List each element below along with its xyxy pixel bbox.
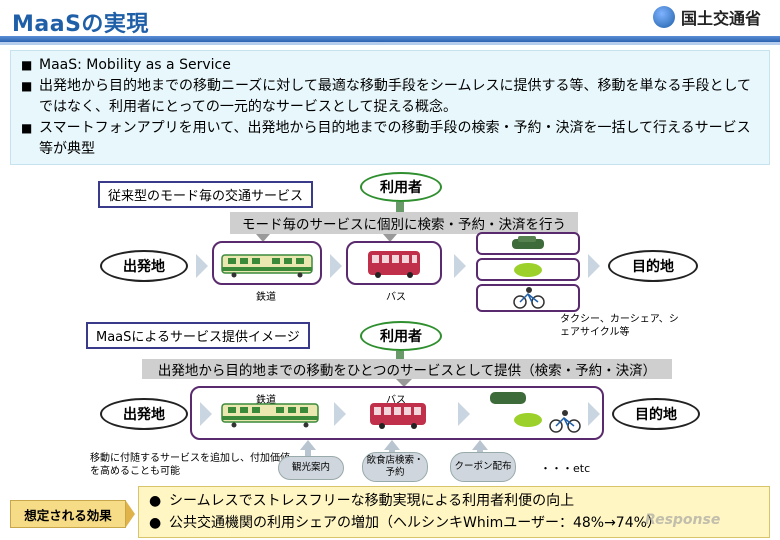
conventional-origin: 出発地	[100, 250, 188, 282]
maas-band: 出発地から目的地までの移動をひとつのサービスとして提供（検索・予約・決済）	[142, 359, 672, 379]
square-bullet-icon: ■	[21, 121, 33, 135]
summary-text: 出発地から目的地までの移動ニーズに対して最適な移動手段をシームレスに提供する等、…	[39, 78, 752, 115]
other-modes-icon	[490, 392, 581, 433]
conventional-band: モード毎のサービスに個別に検索・予約・決済を行う	[230, 212, 578, 234]
ministry-name: 国土交通省	[681, 9, 762, 28]
user-connector	[396, 351, 404, 359]
bicycle-icon	[513, 287, 545, 309]
conventional-section-label: 従来型のモード毎の交通サービス	[98, 181, 314, 208]
other-modes-note: タクシー、カーシェア、シェアサイクル等	[560, 314, 679, 338]
up-arrow-icon	[472, 440, 488, 450]
addon-etc: ・・・etc	[540, 462, 591, 475]
down-arrow-icon	[256, 234, 270, 242]
addon-restaurant: 飲食店検索・予約	[362, 452, 428, 482]
effect-text: シームレスでストレスフリーな移動実現による利用者利便の向上	[169, 493, 575, 509]
bus-icon	[368, 251, 420, 278]
square-bullet-icon: ■	[21, 79, 33, 93]
carshare-box	[476, 258, 580, 281]
flow-arrow-icon	[200, 402, 212, 426]
maas-destination: 目的地	[612, 398, 700, 430]
addon-arrow	[300, 440, 316, 458]
train-icon	[221, 254, 313, 278]
car-icon	[514, 263, 542, 277]
maas-origin: 出発地	[100, 398, 188, 430]
flow-arrow-icon	[458, 402, 470, 426]
maas-user: 利用者	[360, 321, 442, 351]
effect-item: ● 公共交通機関の利用シェアの増加（ヘルシンキWhimユーザー：48%→74%）	[149, 512, 759, 534]
conventional-train-box	[212, 241, 322, 285]
conventional-bus-label: バス	[386, 292, 406, 303]
up-arrow-icon	[300, 440, 316, 450]
maas-section-label: MaaSによるサービス提供イメージ	[86, 322, 310, 349]
addon-sightseeing: 観光案内	[278, 456, 344, 480]
effects-label: 想定される効果	[10, 500, 126, 528]
square-bullet-icon: ■	[21, 58, 33, 72]
taxi-icon	[512, 236, 544, 249]
summary-bullet: ■ スマートフォンアプリを用いて、出発地から目的地までの移動手段の検索・予約・決済…	[21, 118, 759, 160]
summary-bullet: ■ 出発地から目的地までの移動ニーズに対して最適な移動手段をシームレスに提供する等…	[21, 76, 759, 118]
down-arrow-icon	[383, 234, 397, 242]
flow-arrow-icon	[588, 254, 600, 278]
conventional-user: 利用者	[360, 172, 442, 202]
effects-arrow-icon	[126, 501, 135, 527]
up-arrow-icon	[384, 440, 400, 450]
flow-arrow-icon	[330, 254, 342, 278]
addon-note: 移動に付随するサービスを追加し、付加価値を高めることも可能	[90, 453, 290, 477]
ministry-logo: 国土交通省	[653, 5, 761, 29]
circle-bullet-icon: ●	[149, 515, 162, 531]
page-title: MaaSの実現	[12, 12, 149, 37]
bikeshare-box	[476, 284, 580, 312]
summary-box: ■ MaaS: Mobility as a Service ■ 出発地から目的地まで…	[10, 50, 770, 165]
maas-train-label: 鉄道	[256, 395, 276, 406]
maas-bus-label: バス	[386, 395, 406, 406]
summary-text: スマートフォンアプリを用いて、出発地から目的地までの移動手段の検索・予約・決済を…	[39, 120, 751, 157]
taxi-box	[476, 232, 580, 255]
train-icon	[221, 403, 319, 428]
user-connector	[396, 202, 404, 212]
flow-arrow-icon	[196, 254, 208, 278]
effect-text: 公共交通機関の利用シェアの増加（ヘルシンキWhimユーザー：48%→74%）	[169, 515, 661, 531]
down-arrow-icon	[396, 379, 412, 387]
conventional-train-label: 鉄道	[256, 292, 276, 303]
watermark: Response	[645, 512, 721, 528]
title-divider-light	[0, 42, 780, 45]
bus-icon	[370, 403, 426, 429]
conventional-bus-box	[346, 241, 442, 285]
flow-arrow-icon	[334, 402, 346, 426]
flow-arrow-icon	[588, 402, 600, 426]
ministry-emblem-icon	[653, 6, 675, 28]
summary-bullet: ■ MaaS: Mobility as a Service	[21, 55, 759, 76]
title-divider	[0, 36, 780, 42]
addon-coupon: クーポン配布	[450, 452, 516, 482]
effects-box: ● シームレスでストレスフリーな移動実現による利用者利便の向上 ● 公共交通機関の利…	[138, 486, 770, 538]
circle-bullet-icon: ●	[149, 493, 162, 509]
summary-text: MaaS: Mobility as a Service	[39, 57, 231, 73]
effect-item: ● シームレスでストレスフリーな移動実現による利用者利便の向上	[149, 490, 759, 512]
conventional-destination: 目的地	[608, 250, 698, 282]
flow-arrow-icon	[454, 254, 466, 278]
